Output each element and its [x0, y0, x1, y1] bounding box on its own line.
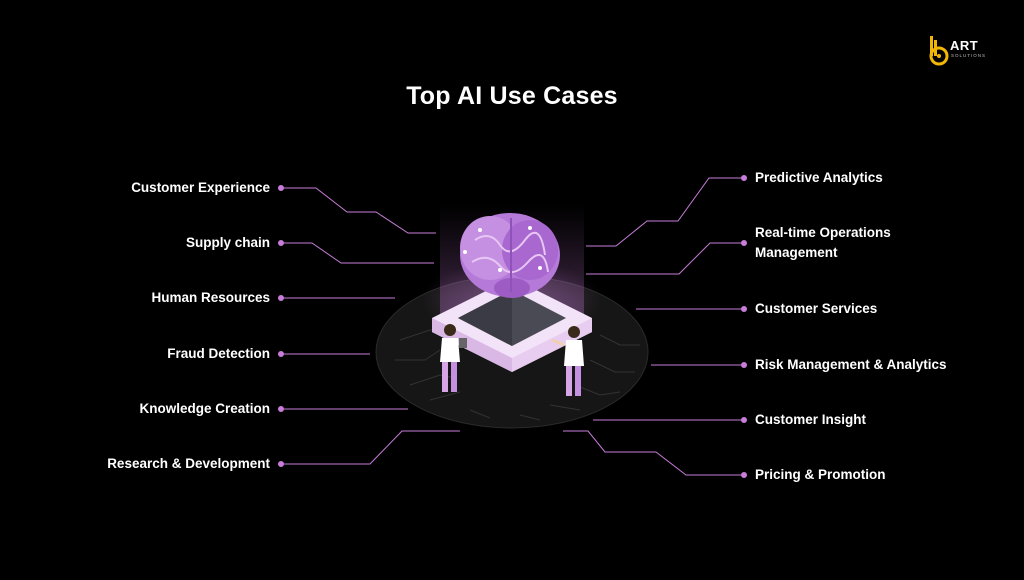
- dot-right-1: [741, 175, 747, 181]
- dot-left-5: [278, 406, 284, 412]
- brand-logo: ART SOLUTIONS: [928, 36, 994, 66]
- person-right-icon: [551, 326, 584, 396]
- logo-brand: ART: [950, 38, 979, 53]
- dot-left-3: [278, 295, 284, 301]
- dot-right-6: [741, 472, 747, 478]
- connector-left-6: [281, 430, 460, 465]
- use-case-left-2: Supply chain: [185, 235, 270, 250]
- dot-left-1: [278, 185, 284, 191]
- use-case-right-1: Predictive Analytics: [755, 170, 883, 185]
- chip-platform: [432, 278, 592, 372]
- logo-tagline: SOLUTIONS: [951, 53, 987, 58]
- person-left-icon: [440, 324, 467, 392]
- use-case-right-3: Customer Services: [755, 301, 878, 316]
- dot-right-5: [741, 417, 747, 423]
- page-title: Top AI Use Cases: [406, 82, 618, 110]
- connector-right-6: [563, 430, 744, 476]
- dot-right-4: [741, 362, 747, 368]
- use-case-right-4: Risk Management & Analytics: [755, 357, 947, 372]
- use-case-left-6: Research & Development: [107, 456, 270, 471]
- dot-left-4: [278, 351, 284, 357]
- use-case-left-3: Human Resources: [151, 290, 270, 305]
- circuit-traces: [395, 329, 640, 421]
- use-case-right-2: Real-time Operations Management: [755, 225, 891, 260]
- use-case-right-5: Customer Insight: [755, 412, 867, 427]
- dot-right-3: [741, 306, 747, 312]
- use-case-left-5: Knowledge Creation: [139, 401, 270, 416]
- logo-mark-icon: [929, 36, 949, 66]
- dot-right-2: [741, 240, 747, 246]
- use-case-left-1: Customer Experience: [131, 180, 270, 195]
- dot-left-2: [278, 240, 284, 246]
- use-case-right-6: Pricing & Promotion: [755, 467, 886, 482]
- connector-left-1: [281, 187, 436, 234]
- connector-left-2: [281, 242, 434, 264]
- use-case-left-4: Fraud Detection: [167, 346, 270, 361]
- connector-right-1: [586, 177, 744, 247]
- connector-right-2: [586, 242, 744, 275]
- dot-left-6: [278, 461, 284, 467]
- brain-icon: [460, 213, 560, 298]
